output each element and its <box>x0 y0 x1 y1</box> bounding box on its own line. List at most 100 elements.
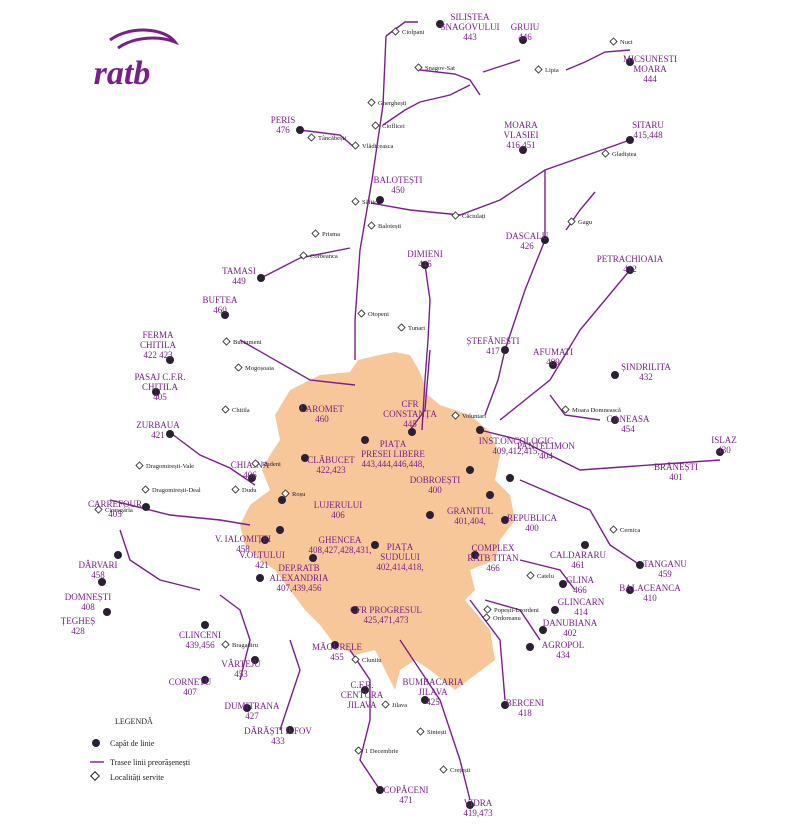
terminal-dot <box>166 356 174 364</box>
place-label: Jilava <box>392 702 407 709</box>
place-label: Cluniiu <box>362 657 382 664</box>
terminal-dot <box>426 511 434 519</box>
place-marker <box>416 727 425 736</box>
terminal-dot <box>309 554 317 562</box>
terminal-dot <box>611 416 619 424</box>
terminal-dot <box>506 474 514 482</box>
terminal-dot <box>201 621 209 629</box>
terminal-subname: VLASIEI <box>504 130 539 140</box>
terminal-lines: 466 <box>573 585 587 595</box>
terminal-name: PIAȚA <box>380 439 407 450</box>
place-marker <box>351 141 360 150</box>
terminal-dot <box>301 454 309 462</box>
place-label: Prisma <box>322 231 340 238</box>
ratb-logo: ratb <box>94 28 180 92</box>
terminal-lines: 401,404, <box>454 516 486 526</box>
terminal-dot <box>361 436 369 444</box>
place-label: Rudeni <box>262 461 281 468</box>
terminal-lines: 433 <box>271 736 285 746</box>
terminal-lines: 460 <box>315 414 329 424</box>
terminal-name: SILISTEA <box>451 12 490 22</box>
terminal-dot <box>248 474 256 482</box>
place-marker <box>251 459 260 468</box>
place-label: Bragadiru <box>232 642 259 649</box>
terminal-name: GLINA <box>566 575 594 585</box>
terminal-lines: 401 <box>669 472 683 482</box>
place-label: Moara Domnească <box>572 407 621 414</box>
terminal-lines: 400 <box>428 485 442 495</box>
terminal-dot <box>221 311 229 319</box>
legend-item: Capăt de linie <box>110 739 155 748</box>
terminal-name: ȚEGHEȘ <box>61 616 96 627</box>
terminal-lines: 422 423 <box>143 350 173 360</box>
terminal-subname: CONSTANȚA <box>383 409 437 420</box>
terminal-name: BRĂNEȘTI <box>654 462 698 472</box>
place-label: 1 Decembrie <box>365 748 399 755</box>
terminal-name: COPĂCENI <box>383 785 428 795</box>
terminal-lines: 409,412,415, <box>492 446 539 456</box>
place-label: Ciorogârla <box>105 507 133 514</box>
terminal-lines: 445 <box>403 419 417 429</box>
terminal-name: AFUMATI <box>533 347 573 357</box>
terminal-name: DEP.RATB <box>278 563 319 573</box>
place-label: Buciumeni <box>233 339 262 346</box>
terminal-subname: SUDULUI <box>380 552 420 562</box>
terminal-name: ZURBAUA <box>136 420 180 430</box>
terminal-dot <box>152 388 160 396</box>
terminal-lines: 406 <box>243 470 257 480</box>
place-label: Corbeanca <box>310 253 338 260</box>
place-label: Snagov-Sat <box>425 65 455 72</box>
terminal-lines: 408 <box>81 602 95 612</box>
place-marker <box>483 605 492 614</box>
terminal-dot <box>256 574 264 582</box>
place-label: Voluntari <box>462 413 486 420</box>
terminal-lines: 459 <box>658 569 672 579</box>
place-marker <box>351 655 360 664</box>
legend-item: Trasee linii preorășenești <box>110 758 191 767</box>
terminal-name: BALOTEȘTI <box>374 175 423 185</box>
terminal-dot <box>243 704 251 712</box>
terminal-dot <box>361 686 369 694</box>
place-marker <box>439 765 448 774</box>
terminal-dot <box>626 266 634 274</box>
terminal-dot <box>519 36 527 44</box>
terminal-name: MĂGURELE <box>312 642 362 652</box>
terminal-name: PETRACHIOAIA <box>597 254 664 264</box>
place-marker <box>609 525 618 534</box>
terminal-lines: 402 <box>563 628 577 638</box>
terminal-subname: CHITILA <box>142 382 178 392</box>
terminal-dot <box>501 701 509 709</box>
terminal-name: DOMNEȘTI <box>65 592 112 602</box>
place-label: Dragomirești-Vale <box>146 463 194 470</box>
terminal-lines: 444 <box>643 74 657 84</box>
place-label: Dragomirești-Deal <box>152 487 201 494</box>
terminal-name: MOARA <box>504 120 538 130</box>
terminal-name: COMPLEX <box>471 543 515 553</box>
terminal-dot <box>408 428 416 436</box>
terminal-name: C.F.R. <box>350 680 373 690</box>
terminal-name: CARREFOUR <box>88 499 142 509</box>
terminal-name: VÂRTEJU <box>221 659 261 669</box>
terminal-dot <box>286 726 294 734</box>
terminal-name: CFR PROGRESUL <box>350 605 422 615</box>
terminal-dot <box>276 526 284 534</box>
terminal-lines: 471 <box>399 795 413 805</box>
terminal-dot <box>103 608 111 616</box>
legend-title: LEGENDĂ <box>115 717 153 726</box>
